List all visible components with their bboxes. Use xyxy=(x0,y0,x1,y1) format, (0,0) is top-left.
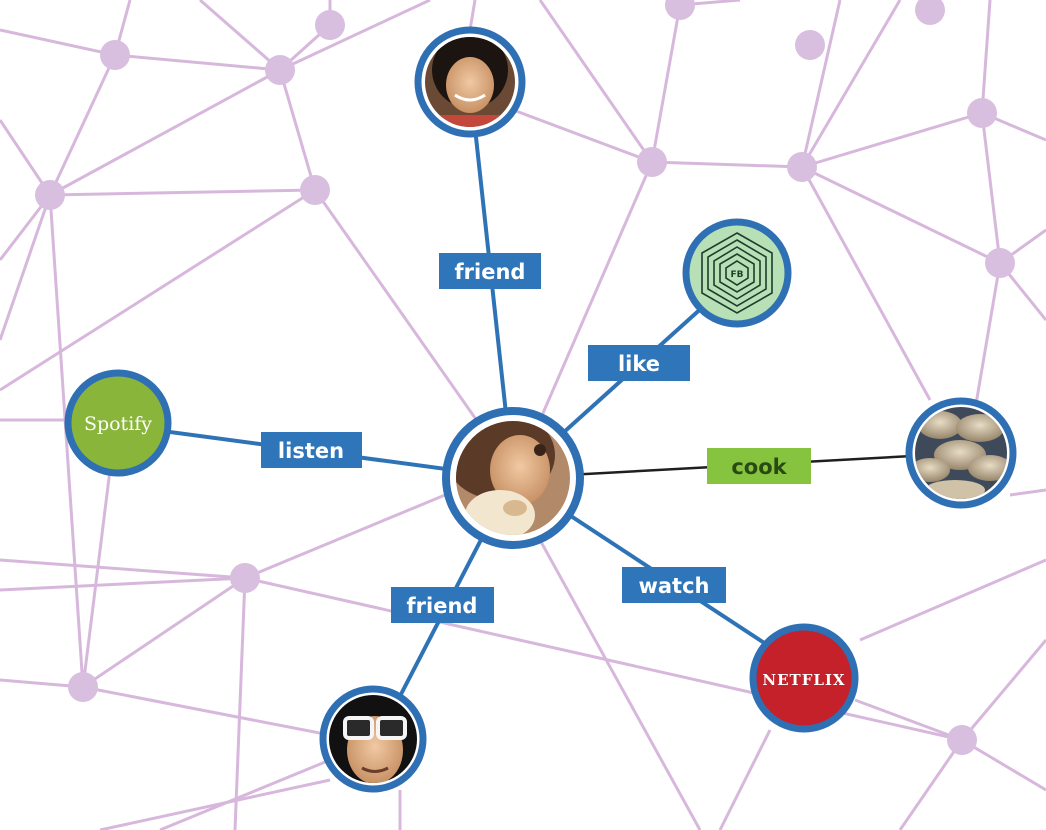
network-link xyxy=(0,28,116,57)
network-link xyxy=(898,739,964,830)
network-link xyxy=(0,119,52,196)
network-link xyxy=(49,188,316,197)
person-with-dog-avatar-icon xyxy=(456,421,570,535)
network-link xyxy=(233,577,247,830)
network-node xyxy=(637,147,667,177)
network-node xyxy=(100,40,130,70)
network-link xyxy=(801,165,1001,265)
network-link xyxy=(854,698,963,742)
network-link xyxy=(1009,488,1046,497)
network-node xyxy=(230,563,260,593)
netflix-logo-icon: NETFLIX xyxy=(762,671,845,689)
edge-label-watch: watch xyxy=(622,567,726,603)
network-link xyxy=(199,0,281,72)
svg-text:friend: friend xyxy=(407,594,478,618)
network-link xyxy=(800,0,842,168)
svg-text:cook: cook xyxy=(731,455,787,479)
network-link xyxy=(244,493,446,580)
top-person-node[interactable] xyxy=(414,26,526,138)
network-link xyxy=(980,112,1002,264)
network-link xyxy=(801,111,983,169)
network-node xyxy=(795,30,825,60)
network-link xyxy=(82,576,246,689)
spotify-node[interactable]: Spotify xyxy=(64,369,172,477)
network-node xyxy=(967,98,997,128)
network-node xyxy=(947,725,977,755)
network-link xyxy=(0,576,246,592)
edge-label-cook: cook xyxy=(707,448,811,484)
network-link xyxy=(973,262,1002,411)
network-link xyxy=(159,758,331,830)
network-link xyxy=(800,0,902,168)
network-link xyxy=(82,685,331,737)
network-link xyxy=(800,166,932,401)
network-link xyxy=(960,639,1046,741)
spotify-logo-icon: Spotify xyxy=(84,413,152,435)
woman-avatar-icon xyxy=(425,37,515,127)
network-node xyxy=(265,55,295,85)
svg-text:listen: listen xyxy=(278,439,344,463)
network-link xyxy=(859,558,1046,642)
svg-text:like: like xyxy=(618,352,660,376)
network-link xyxy=(961,738,1046,792)
netflix-node[interactable]: NETFLIX xyxy=(749,623,859,733)
network-link xyxy=(99,778,331,830)
network-link xyxy=(279,0,431,72)
network-link xyxy=(278,69,317,191)
network-link xyxy=(0,194,52,341)
network-node xyxy=(315,10,345,40)
fb-node[interactable]: FB xyxy=(682,218,792,328)
fb-hexagon-logo-icon xyxy=(701,232,773,314)
fb-label: FB xyxy=(730,270,743,280)
network-link xyxy=(651,160,803,169)
network-link xyxy=(49,68,281,197)
network-node xyxy=(300,175,330,205)
network-link xyxy=(0,188,316,392)
edge-label-listen: listen xyxy=(261,432,362,468)
network-node xyxy=(985,248,1015,278)
man-with-white-sunglasses-avatar-icon xyxy=(329,695,417,783)
network-link xyxy=(980,0,992,114)
cookies-node[interactable] xyxy=(905,397,1017,509)
network-link xyxy=(114,53,281,72)
network-link xyxy=(650,4,682,163)
network-link xyxy=(468,0,477,31)
bottom-person-node[interactable] xyxy=(319,685,427,793)
network-node xyxy=(35,180,65,210)
svg-text:watch: watch xyxy=(638,574,709,598)
network-node xyxy=(68,672,98,702)
network-node xyxy=(665,0,695,20)
center-person-node[interactable] xyxy=(442,407,584,549)
network-link xyxy=(718,729,772,830)
network-link xyxy=(313,189,482,426)
network-link xyxy=(48,194,85,688)
network-link xyxy=(48,54,117,196)
network-link xyxy=(538,0,654,163)
network-link xyxy=(538,539,702,830)
edge-label-friend-bottom: friend xyxy=(391,587,494,623)
edge-label-like: like xyxy=(588,345,690,381)
network-node xyxy=(915,0,945,25)
network-node xyxy=(787,152,817,182)
network-link xyxy=(81,469,112,688)
network-link xyxy=(0,558,246,580)
network-link xyxy=(499,103,653,164)
network-link xyxy=(538,161,654,421)
svg-text:friend: friend xyxy=(455,260,526,284)
edge-label-friend-top: friend xyxy=(439,253,541,289)
